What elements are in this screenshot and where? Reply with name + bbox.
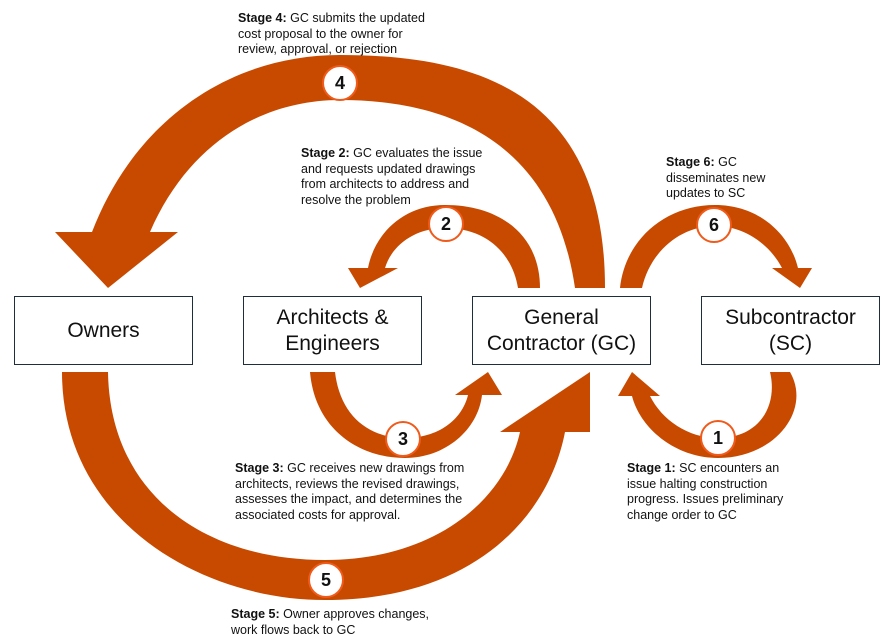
stage-3-note: Stage 3: GC receives new drawings from a…: [235, 461, 490, 523]
arrow-stage-1: [618, 372, 797, 458]
stage-1-label: Stage 1:: [627, 461, 676, 475]
stage-5-text: Owner approves changes, work flows back …: [231, 607, 430, 637]
stage-2-text: GC evaluates the issue and requests upda…: [301, 146, 483, 207]
stage-6-note: Stage 6: GC disseminates new updates to …: [666, 155, 786, 202]
stage-2-note: Stage 2: GC evaluates the issue and requ…: [301, 146, 496, 208]
stage-4-label: Stage 4:: [238, 11, 287, 25]
stage-1-text: SC encounters an issue halting construct…: [627, 461, 784, 522]
stage-3-badge: 3: [385, 421, 421, 457]
stage-6-label: Stage 6:: [666, 155, 715, 169]
arrow-stage-4: [55, 55, 605, 288]
stage-3-label: Stage 3:: [235, 461, 284, 475]
stage-4-note: Stage 4: GC submits the updated cost pro…: [238, 11, 443, 58]
stage-1-note: Stage 1: SC encounters an issue halting …: [627, 461, 802, 523]
arrow-stage-2: [348, 205, 540, 288]
stage-4-text: GC submits the updated cost proposal to …: [238, 11, 425, 57]
general-contractor-box: General Contractor (GC): [472, 296, 651, 365]
stage-5-badge: 5: [308, 562, 344, 598]
arrow-stage-6: [620, 205, 812, 288]
stage-6-badge: 6: [696, 207, 732, 243]
stage-4-badge: 4: [322, 65, 358, 101]
owners-box: Owners: [14, 296, 193, 365]
arrow-stage-3: [310, 372, 502, 458]
stage-2-label: Stage 2:: [301, 146, 350, 160]
stage-2-badge: 2: [428, 206, 464, 242]
stage-5-label: Stage 5:: [231, 607, 280, 621]
stage-6-text: GC disseminates new updates to SC: [666, 155, 766, 201]
stage-1-badge: 1: [700, 420, 736, 456]
stage-3-text: GC receives new drawings from architects…: [235, 461, 465, 522]
architects-engineers-box: Architects & Engineers: [243, 296, 422, 365]
stage-5-note: Stage 5: Owner approves changes, work fl…: [231, 607, 431, 638]
subcontractor-box: Subcontractor (SC): [701, 296, 880, 365]
arrow-stage-5: [62, 372, 590, 600]
